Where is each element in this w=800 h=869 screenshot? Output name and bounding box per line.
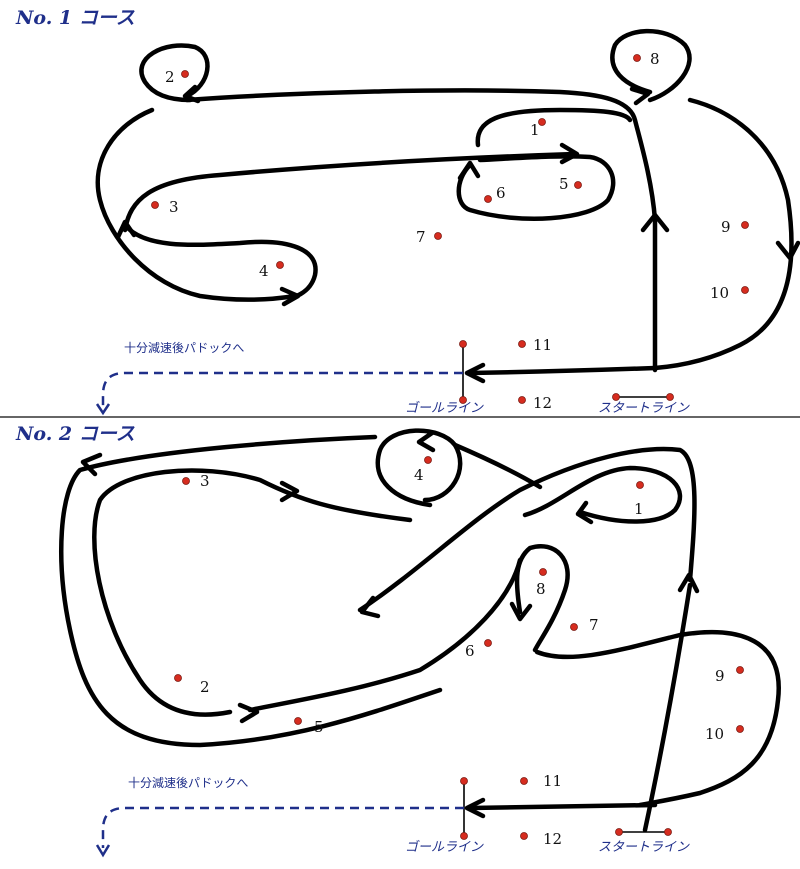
cone-7 bbox=[434, 232, 442, 240]
course-2-goal-line: ゴールライン bbox=[405, 777, 484, 855]
marker-12: 12 bbox=[543, 830, 562, 848]
course-2-arrows bbox=[80, 430, 700, 819]
marker-8: 8 bbox=[650, 50, 660, 68]
cone-12 bbox=[518, 396, 526, 404]
marker-1: 1 bbox=[530, 121, 540, 139]
cone-12 bbox=[520, 832, 528, 840]
cone-11 bbox=[520, 777, 528, 785]
cone-5 bbox=[294, 717, 302, 725]
course-1-title: No. 1 コース bbox=[15, 7, 135, 29]
course-1: No. 1 コース bbox=[15, 7, 800, 416]
course-2-track bbox=[59, 428, 781, 833]
paddock-note: 十分減速後パドックへ bbox=[124, 340, 244, 355]
cone-10 bbox=[736, 725, 744, 733]
course-2-paddock-route: 十分減速後パドックへ bbox=[95, 775, 464, 858]
cone-9 bbox=[736, 666, 744, 674]
cone-4 bbox=[424, 456, 432, 464]
course-1-cones bbox=[151, 54, 749, 404]
marker-12: 12 bbox=[533, 394, 552, 412]
cone-2 bbox=[181, 70, 189, 78]
marker-4: 4 bbox=[414, 466, 424, 484]
course-1-arrows bbox=[115, 84, 800, 384]
marker-10: 10 bbox=[710, 284, 729, 302]
cone-1 bbox=[636, 481, 644, 489]
goal-line-label: ゴールライン bbox=[405, 400, 484, 416]
cone-8 bbox=[633, 54, 641, 62]
course-1-goal-line: ゴールライン bbox=[405, 340, 484, 416]
cone-1 bbox=[538, 118, 546, 126]
start-line-label: スタートライン bbox=[598, 840, 690, 855]
course-2-cones bbox=[174, 456, 744, 840]
start-line-label: スタートライン bbox=[598, 401, 690, 416]
cone-2 bbox=[174, 674, 182, 682]
goal-line-label: ゴールライン bbox=[405, 839, 484, 855]
cone-4 bbox=[276, 261, 284, 269]
marker-5: 5 bbox=[314, 718, 324, 736]
marker-5: 5 bbox=[559, 175, 569, 193]
cone-7 bbox=[570, 623, 578, 631]
marker-4: 4 bbox=[259, 262, 269, 280]
cone-6 bbox=[484, 195, 492, 203]
marker-6: 6 bbox=[496, 184, 506, 202]
marker-3: 3 bbox=[169, 198, 179, 216]
course-1-start-line: スタートライン bbox=[598, 393, 690, 416]
marker-8: 8 bbox=[536, 580, 546, 598]
marker-11: 11 bbox=[543, 772, 562, 790]
course-2-title: No. 2 コース bbox=[15, 423, 135, 445]
cone-9 bbox=[741, 221, 749, 229]
cone-10 bbox=[741, 286, 749, 294]
marker-2: 2 bbox=[165, 68, 175, 86]
course-1-paddock-route: 十分減速後パドックへ bbox=[95, 340, 463, 416]
cone-5 bbox=[574, 181, 582, 189]
marker-2: 2 bbox=[200, 678, 210, 696]
paddock-note: 十分減速後パドックへ bbox=[128, 775, 248, 790]
course-1-numbers: 1 2 3 4 5 6 7 8 9 10 11 12 bbox=[165, 50, 731, 412]
marker-7: 7 bbox=[416, 228, 426, 246]
cone-6 bbox=[484, 639, 492, 647]
course-2: No. 2 コース bbox=[15, 423, 781, 858]
marker-9: 9 bbox=[715, 667, 725, 685]
marker-11: 11 bbox=[533, 336, 552, 354]
course-2-start-line: スタートライン bbox=[598, 828, 690, 855]
course-2-numbers: 1 2 3 4 5 6 7 8 9 10 11 12 bbox=[200, 466, 725, 848]
marker-6: 6 bbox=[465, 642, 475, 660]
cone-3 bbox=[151, 201, 159, 209]
cone-8 bbox=[539, 568, 547, 576]
marker-1: 1 bbox=[634, 500, 644, 518]
marker-10: 10 bbox=[705, 725, 724, 743]
course-1-track bbox=[95, 28, 794, 376]
marker-7: 7 bbox=[589, 616, 599, 634]
cone-11 bbox=[518, 340, 526, 348]
cone-3 bbox=[182, 477, 190, 485]
marker-9: 9 bbox=[721, 218, 731, 236]
marker-3: 3 bbox=[200, 472, 210, 490]
